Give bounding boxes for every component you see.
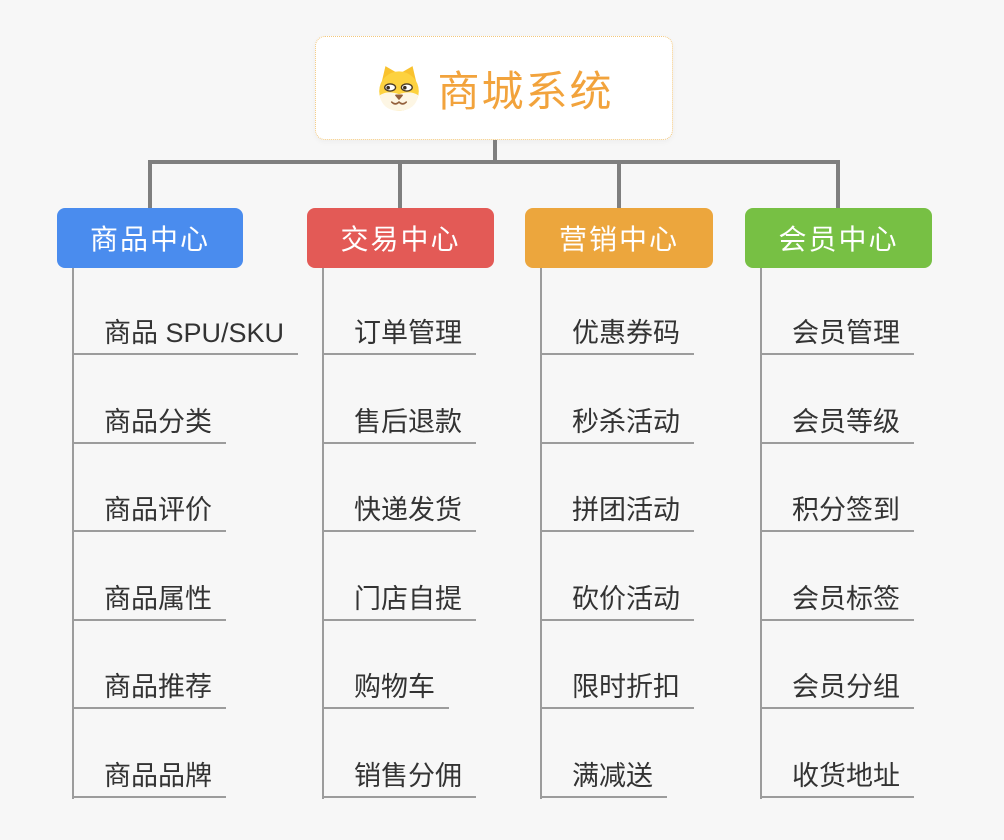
leaf-node[interactable]: 快递发货: [322, 490, 476, 532]
leaf-node[interactable]: 会员分组: [760, 667, 914, 709]
leaf-node[interactable]: 商品推荐: [72, 667, 226, 709]
leaf-node[interactable]: 积分签到: [760, 490, 914, 532]
trunk-line-trade: [322, 268, 324, 799]
leaf-node[interactable]: 收货地址: [760, 756, 914, 798]
branch-node-marketing-center[interactable]: 营销中心: [525, 208, 713, 268]
leaf-node[interactable]: 会员管理: [760, 313, 914, 355]
trunk-line-product: [72, 268, 74, 799]
leaf-node[interactable]: 优惠券码: [540, 313, 694, 355]
root-node-mall-system[interactable]: 商城系统: [315, 36, 673, 140]
leaf-node[interactable]: 砍价活动: [540, 579, 694, 621]
leaf-node[interactable]: 商品属性: [72, 579, 226, 621]
leaf-node[interactable]: 门店自提: [322, 579, 476, 621]
connector-root-stub: [493, 140, 497, 162]
branch-node-product-center[interactable]: 商品中心: [57, 208, 243, 268]
connector-drop-marketing: [617, 160, 621, 208]
leaf-node[interactable]: 商品分类: [72, 402, 226, 444]
leaf-node[interactable]: 商品品牌: [72, 756, 226, 798]
branch-node-member-center[interactable]: 会员中心: [745, 208, 932, 268]
leaf-node[interactable]: 商品 SPU/SKU: [72, 313, 299, 355]
leaf-node[interactable]: 满减送: [540, 756, 667, 798]
leaf-node[interactable]: 会员标签: [760, 579, 914, 621]
trunk-line-marketing: [540, 268, 542, 799]
trunk-line-member: [760, 268, 762, 799]
leaf-node[interactable]: 购物车: [322, 667, 449, 709]
leaf-node[interactable]: 销售分佣: [322, 756, 476, 798]
connector-drop-member: [836, 160, 840, 208]
leaf-node[interactable]: 限时折扣: [540, 667, 694, 709]
leaf-node[interactable]: 商品评价: [72, 490, 226, 532]
leaf-node[interactable]: 订单管理: [322, 313, 476, 355]
connector-horizontal-bus: [148, 160, 840, 164]
root-node-title: 商城系统: [437, 67, 614, 115]
leaf-node[interactable]: 会员等级: [760, 402, 914, 444]
dog-mascot-icon: [379, 66, 420, 111]
connector-drop-product: [148, 160, 152, 208]
leaf-node[interactable]: 售后退款: [322, 402, 476, 444]
leaf-node[interactable]: 拼团活动: [540, 490, 694, 532]
connector-drop-trade: [398, 160, 402, 208]
leaf-node[interactable]: 秒杀活动: [540, 402, 694, 444]
branch-node-trade-center[interactable]: 交易中心: [307, 208, 494, 268]
